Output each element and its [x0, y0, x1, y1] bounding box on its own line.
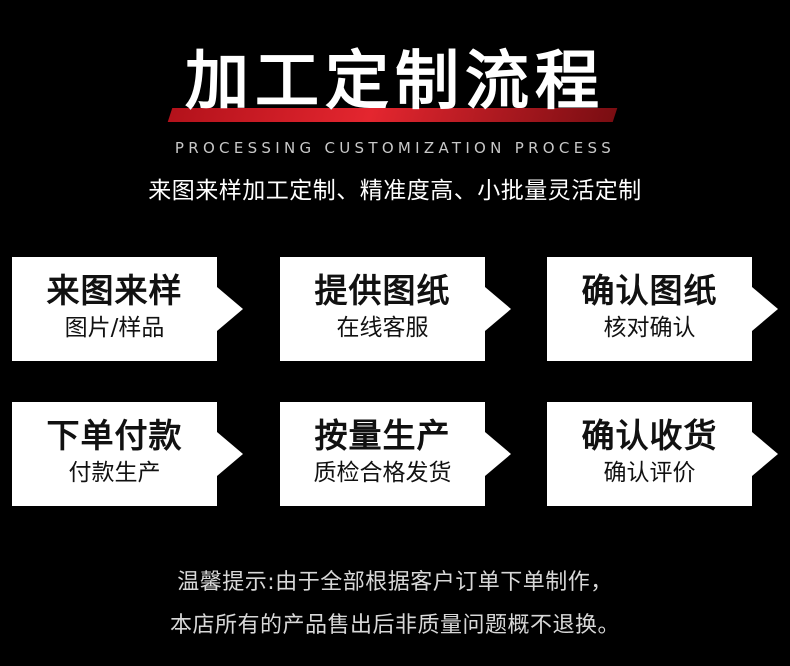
step-subtitle: 在线客服: [336, 315, 429, 341]
step-card-3: 确认图纸 核对确认: [547, 257, 778, 361]
step-card-1: 来图来样 图片/样品: [12, 257, 243, 361]
step-title: 来图来样: [46, 271, 183, 310]
step-title: 按量生产: [314, 416, 451, 455]
step-card-2: 提供图纸 在线客服: [280, 257, 511, 361]
step-title: 确认图纸: [581, 271, 718, 310]
step-card-5: 按量生产 质检合格发货: [280, 402, 511, 506]
step-card-6: 确认收货 确认评价: [547, 402, 778, 506]
step-subtitle: 核对确认: [603, 315, 696, 341]
step-title: 确认收货: [581, 416, 718, 455]
step-subtitle: 确认评价: [603, 460, 696, 486]
step-subtitle: 质检合格发货: [313, 460, 452, 486]
step-title: 下单付款: [46, 416, 183, 455]
subtitle-english: PROCESSING CUSTOMIZATION PROCESS: [174, 139, 616, 157]
step-title: 提供图纸: [314, 271, 451, 310]
step-subtitle: 付款生产: [68, 460, 161, 486]
page-title: 加工定制流程: [185, 45, 605, 119]
title-block: 加工定制流程: [0, 40, 790, 130]
subtitle-chinese: 来图来样加工定制、精准度高、小批量灵活定制: [148, 178, 642, 204]
step-card-4: 下单付款 付款生产: [12, 402, 243, 506]
notice-line-2: 本店所有的产品售出后非质量问题概不退换。: [169, 613, 620, 638]
notice-line-1: 温馨提示:由于全部根据客户订单下单制作，: [177, 570, 613, 595]
step-subtitle: 图片/样品: [64, 315, 165, 341]
